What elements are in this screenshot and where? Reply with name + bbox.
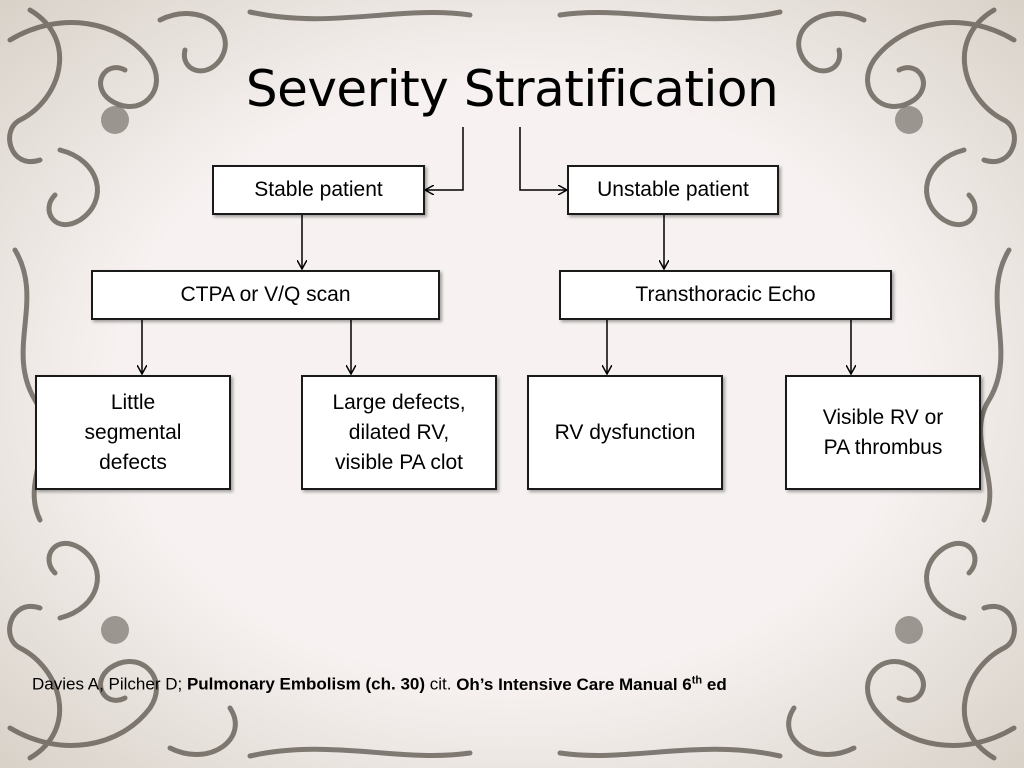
unstable-patient-label: Unstable patient: [597, 178, 749, 201]
citation: Davies A, Pilcher D; Pulmonary Embolism …: [32, 674, 992, 695]
citation-chapter: Pulmonary Embolism (ch. 30): [186, 674, 426, 694]
citation-cit: cit.: [425, 674, 457, 694]
citation-ed: ed: [702, 674, 727, 694]
large-defects-box: Large defects, dilated RV, visible PA cl…: [301, 375, 497, 490]
stable-patient-box: Stable patient: [212, 165, 425, 215]
rv-dysfunction-label: RV dysfunction: [554, 420, 696, 444]
rv-dysfunction-box: RV dysfunction: [527, 375, 723, 490]
visible-thrombus-label: Visible RV or PA thrombus: [822, 405, 944, 459]
large-defects-label: Large defects, dilated RV, visible PA cl…: [332, 390, 466, 474]
little-defects-box: Little segmental defects: [35, 375, 231, 490]
ctpa-box: CTPA or V/Q scan: [91, 270, 440, 320]
page-title: Severity Stratification: [245, 60, 779, 118]
citation-sup: th: [691, 674, 703, 686]
ctpa-label: CTPA or V/Q scan: [180, 283, 351, 306]
echo-label: Transthoracic Echo: [635, 283, 816, 306]
stable-patient-label: Stable patient: [254, 178, 383, 201]
echo-box: Transthoracic Echo: [559, 270, 892, 320]
citation-book-title: Oh’s Intensive Care Manual 6: [456, 674, 692, 694]
visible-thrombus-box: Visible RV or PA thrombus: [785, 375, 981, 490]
little-defects-label: Little segmental defects: [84, 390, 182, 474]
citation-book: Oh’s Intensive Care Manual 6th ed: [456, 674, 727, 694]
unstable-patient-box: Unstable patient: [567, 165, 779, 215]
citation-authors: Davies A, Pilcher D;: [32, 674, 187, 694]
